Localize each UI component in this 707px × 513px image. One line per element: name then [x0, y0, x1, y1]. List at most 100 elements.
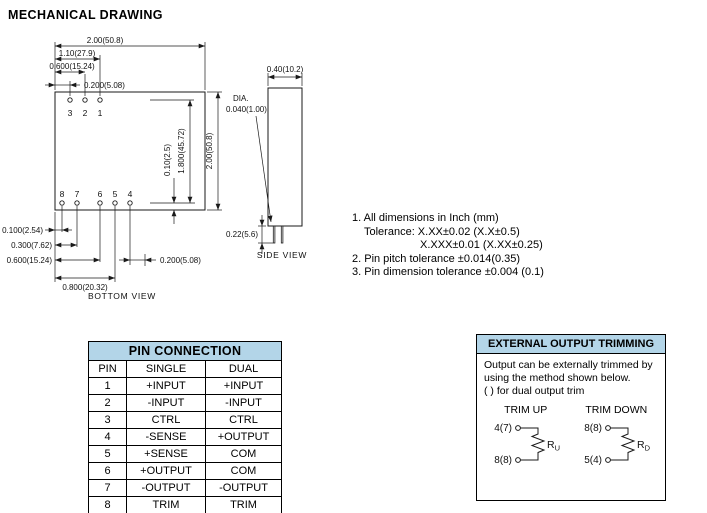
pin-4-label: 4	[128, 189, 133, 199]
trim-up-wire-resistor	[520, 427, 546, 461]
dim-side-width: 0.40(10.2)	[267, 65, 304, 74]
trim-up-schematic: 4(7) 8(8) RU	[494, 423, 560, 466]
pin-number-cell: 8	[88, 496, 127, 513]
pin-4	[127, 200, 133, 206]
dim-left-1: 0.100(2.54)	[2, 226, 43, 235]
side-view	[267, 87, 303, 244]
trim-up-top-pin: 4(7)	[494, 423, 512, 434]
trim-down-circuit: TRIM DOWN 8(8) 5(4) RD	[574, 404, 658, 470]
pin-3	[67, 97, 73, 103]
note-line-4: 2. Pin pitch tolerance ±0.014(0.35)	[352, 252, 521, 265]
trim-up-resistor-label: RU	[547, 439, 560, 453]
pin-6	[97, 200, 103, 206]
bottom-view-bottom-dimension-lines	[45, 206, 156, 282]
dim-left-2: 0.300(7.62)	[11, 241, 52, 250]
table-row: 7 -OUTPUT -OUTPUT	[88, 479, 283, 497]
side-pin-1	[272, 225, 276, 244]
mechanical-drawing-canvas: 3 2 1 8 7 6 5 4	[2, 36, 307, 301]
table-row: 6 +OUTPUT COM	[88, 462, 283, 480]
dim-overall-height: 2.00(50.8)	[205, 132, 214, 169]
pin-number-cell: 2	[88, 394, 127, 412]
col-header-pin: PIN	[88, 360, 127, 378]
single-cell: -OUTPUT	[126, 479, 206, 497]
trim-up-bottom-pin: 8(8)	[494, 455, 512, 466]
trim-down-wire-resistor	[610, 427, 636, 461]
trim-up-bottom-terminal	[514, 457, 521, 463]
bottom-view-inner-dimension-lines	[150, 91, 222, 224]
dim-pin-dia-value: 0.040(1.00)	[226, 105, 267, 114]
trim-up-top-terminal	[514, 425, 521, 431]
pin-6-label: 6	[98, 189, 103, 199]
page-title: MECHANICAL DRAWING	[8, 8, 163, 22]
dim-inner-2: 1.800(45.72)	[177, 128, 186, 174]
trimming-title: EXTERNAL OUTPUT TRIMMING	[477, 335, 665, 354]
bottom-view: 3 2 1 8 7 6 5 4	[54, 91, 206, 211]
dim-top-3: 0.200(5.08)	[84, 81, 125, 90]
dual-cell: CTRL	[204, 411, 283, 429]
pin-number-cell: 4	[88, 428, 127, 446]
trim-down-top-terminal	[605, 425, 612, 431]
pin-8-label: 8	[60, 189, 65, 199]
dual-cell: COM	[204, 462, 283, 480]
pin-number-cell: 5	[88, 445, 127, 463]
dim-overall-width: 2.00(50.8)	[87, 36, 124, 45]
side-view-label: SIDE VIEW	[257, 250, 307, 260]
single-cell: -INPUT	[126, 394, 206, 412]
single-cell: -SENSE	[126, 428, 206, 446]
trimming-line-2: using the method shown below.	[484, 372, 631, 384]
single-cell: TRIM	[126, 496, 206, 513]
note-line-5: 3. Pin dimension tolerance ±0.004 (0.1)	[352, 266, 544, 278]
pin-8	[59, 200, 65, 206]
dim-bottom-2: 0.200(5.08)	[160, 256, 201, 265]
pin-number-cell: 1	[88, 377, 127, 395]
dim-bottom-1: 0.800(20.32)	[62, 283, 108, 292]
dim-inner-1: 0.10(2.5)	[163, 144, 172, 176]
pin-2-label: 2	[83, 108, 88, 118]
pin-table-title: PIN CONNECTION	[87, 341, 283, 361]
dim-pin-dia-label: DIA.	[233, 94, 249, 103]
pin-1	[97, 97, 103, 103]
pin-5	[112, 200, 118, 206]
bottom-view-label: BOTTOM VIEW	[88, 291, 156, 301]
dual-cell: -INPUT	[204, 394, 283, 412]
package-outline-side	[267, 87, 303, 227]
pin-3-label: 3	[68, 108, 73, 118]
note-line-3: X.XXX±0.01 (X.XX±0.25)	[420, 239, 543, 251]
trim-up-circuit: TRIM UP 4(7) 8(8) RU	[484, 404, 568, 470]
trimming-line-3: ( ) for dual output trim	[484, 385, 585, 397]
pin-number-cell: 3	[88, 411, 127, 429]
side-view-dimension-lines	[255, 73, 303, 254]
dual-cell: +INPUT	[204, 377, 283, 395]
note-line-2: Tolerance: X.XX±0.02 (X.X±0.5)	[364, 225, 520, 238]
table-row: 1 +INPUT +INPUT	[88, 377, 283, 395]
single-cell: +OUTPUT	[126, 462, 206, 480]
table-row: 8 TRIM TRIM	[88, 496, 283, 513]
dim-top-1: 1.10(27.9)	[59, 49, 96, 58]
external-trimming-box: EXTERNAL OUTPUT TRIMMING Output can be e…	[476, 334, 666, 501]
pin-7	[74, 200, 80, 206]
trim-down-bottom-terminal	[605, 457, 612, 463]
trim-down-top-pin: 8(8)	[585, 423, 603, 434]
trimming-description: Output can be externally trimmed by usin…	[477, 354, 665, 398]
pin-number-cell: 7	[88, 479, 127, 497]
single-cell: +SENSE	[126, 445, 206, 463]
table-row: 2 -INPUT -INPUT	[88, 394, 283, 412]
trim-down-schematic: 8(8) 5(4) RD	[585, 423, 651, 466]
single-cell: CTRL	[126, 411, 206, 429]
pin-2	[82, 97, 88, 103]
trimming-line-1: Output can be externally trimmed by	[484, 359, 653, 371]
note-line-1: 1. All dimensions in Inch (mm)	[352, 212, 499, 224]
pin-connection-section: PIN CONNECTION PIN SINGLE DUAL 1 +INPUT …	[87, 341, 283, 513]
trim-down-label: TRIM DOWN	[585, 404, 648, 416]
trim-up-label: TRIM UP	[504, 404, 548, 416]
pin-1-label: 1	[98, 108, 103, 118]
pin-connection-table: PIN CONNECTION PIN SINGLE DUAL 1 +INPUT …	[87, 341, 283, 513]
col-header-single: SINGLE	[126, 360, 206, 378]
col-header-dual: DUAL	[204, 360, 283, 378]
trim-down-bottom-pin: 5(4)	[585, 455, 603, 466]
pin-7-label: 7	[75, 189, 80, 199]
table-row: 4 -SENSE +OUTPUT	[88, 428, 283, 446]
dim-left-3: 0.600(15.24)	[7, 256, 53, 265]
top-pin-row	[67, 97, 103, 103]
